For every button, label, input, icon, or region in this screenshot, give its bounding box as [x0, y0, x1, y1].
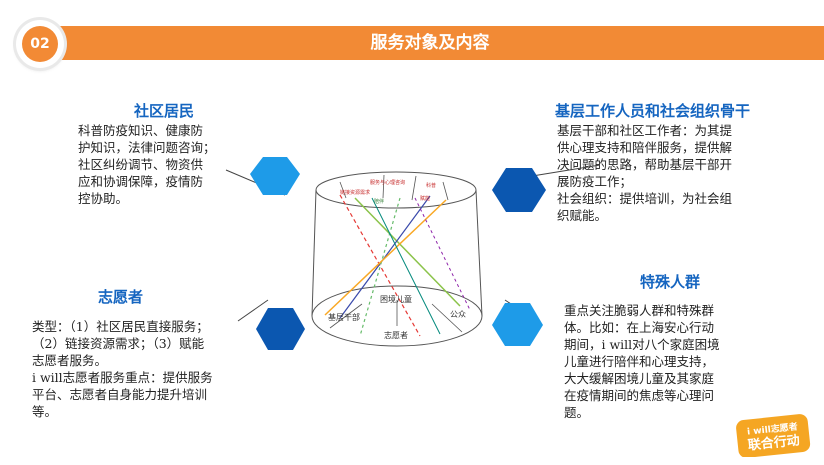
- hexagon-icon-special: [492, 303, 543, 346]
- community-body: 科普防疫知识、健康防护知识，法律问题咨询； 社区纠纷调节、物资供应和协调保障，疫情…: [78, 122, 216, 207]
- diagram-label-counseling: 服务与心理咨询: [370, 179, 405, 186]
- grassroots-body-line: 决问题的思路，帮助基层干部开: [557, 157, 733, 172]
- cone-diagram: [311, 171, 483, 347]
- hexagon-icon-volunteers: [256, 308, 305, 350]
- iwill-logo: i will志愿者 联合行动: [736, 414, 811, 457]
- volunteers-body: 类型：（1）社区居民直接服务； （2）链接资源需求；（3）赋能志愿者服务。 i wi…: [32, 318, 213, 420]
- special-body-line: 在疫情期间的焦虑等心理问: [564, 388, 715, 403]
- grassroots-body-line: 供心理支持和陪伴服务，提供解: [557, 140, 733, 155]
- grassroots-title: 基层工作人员和社会组织骨干: [555, 102, 751, 120]
- grassroots-body-line: 织赋能。: [557, 208, 608, 223]
- connector-line: [237, 299, 269, 322]
- volunteers-body-line: 类型：（1）社区居民直接服务；: [32, 319, 209, 334]
- community-body-line: 控协助。: [78, 191, 129, 206]
- special-body-line: 儿童进行陪伴和心理支持，: [564, 354, 715, 369]
- volunteers-body-line: i will志愿者服务重点：提供服务: [32, 370, 213, 385]
- diagram-label-cadres: 基层干部: [328, 312, 360, 322]
- special-body-line: 题。: [564, 405, 590, 420]
- page-number: 02: [22, 26, 58, 62]
- community-body-line: 应和协调保障，疫情防: [78, 174, 204, 189]
- page-title: 服务对象及内容: [370, 33, 490, 53]
- header-bar: 服务对象及内容: [36, 26, 824, 60]
- diagram-label-children: 困境儿童: [380, 294, 412, 304]
- diagram-label-volunteers: 志愿者: [384, 330, 408, 340]
- volunteers-body-line: （2）链接资源需求；（3）赋能: [32, 336, 205, 351]
- community-body-line: 社区纠纷调节、物资供: [78, 157, 204, 172]
- diagram-label-accompany: 陪伴: [374, 198, 384, 205]
- special-title: 特殊人群: [640, 273, 701, 291]
- grassroots-body-line: 展防疫工作；: [557, 174, 633, 189]
- hexagon-icon-grassroots: [492, 168, 546, 212]
- volunteers-body-line: 志愿者服务。: [32, 353, 108, 368]
- special-body-line: 体。比如：在上海安心行动: [564, 320, 715, 335]
- special-body-line: 重点关注脆弱人群和特殊群: [564, 303, 715, 318]
- special-body-line: 大大缓解困境儿童及其家庭: [564, 371, 715, 386]
- volunteers-body-line: 平台、志愿者自身能力提升培训: [32, 387, 208, 402]
- special-body: 重点关注脆弱人群和特殊群体。比如：在上海安心行动期间，i will对八个家庭困境…: [564, 302, 720, 421]
- community-body-line: 护知识，法律问题咨询；: [78, 140, 216, 155]
- community-title: 社区居民: [134, 102, 195, 120]
- page-number-badge: 02: [16, 20, 64, 68]
- logo-line-2: 联合行动: [747, 432, 800, 453]
- diagram-label-empower: 赋能: [420, 195, 430, 202]
- volunteers-body-line: 等。: [32, 404, 58, 419]
- hexagon-icon-community: [250, 157, 300, 195]
- volunteers-title: 志愿者: [98, 288, 144, 306]
- grassroots-body-line: 基层干部和社区工作者：为其提: [557, 123, 733, 138]
- special-body-line: 期间，i will对八个家庭困境: [564, 337, 720, 352]
- diagram-label-public: 公众: [450, 310, 466, 319]
- diagram-label-resources: 链接资源需求: [340, 189, 370, 196]
- grassroots-body-line: 社会组织：提供培训，为社会组: [557, 191, 733, 206]
- community-body-line: 科普防疫知识、健康防: [78, 123, 204, 138]
- grassroots-body: 基层干部和社区工作者：为其提供心理支持和陪伴服务，提供解决问题的思路，帮助基层干…: [557, 122, 732, 224]
- diagram-label-science: 科普: [426, 182, 436, 189]
